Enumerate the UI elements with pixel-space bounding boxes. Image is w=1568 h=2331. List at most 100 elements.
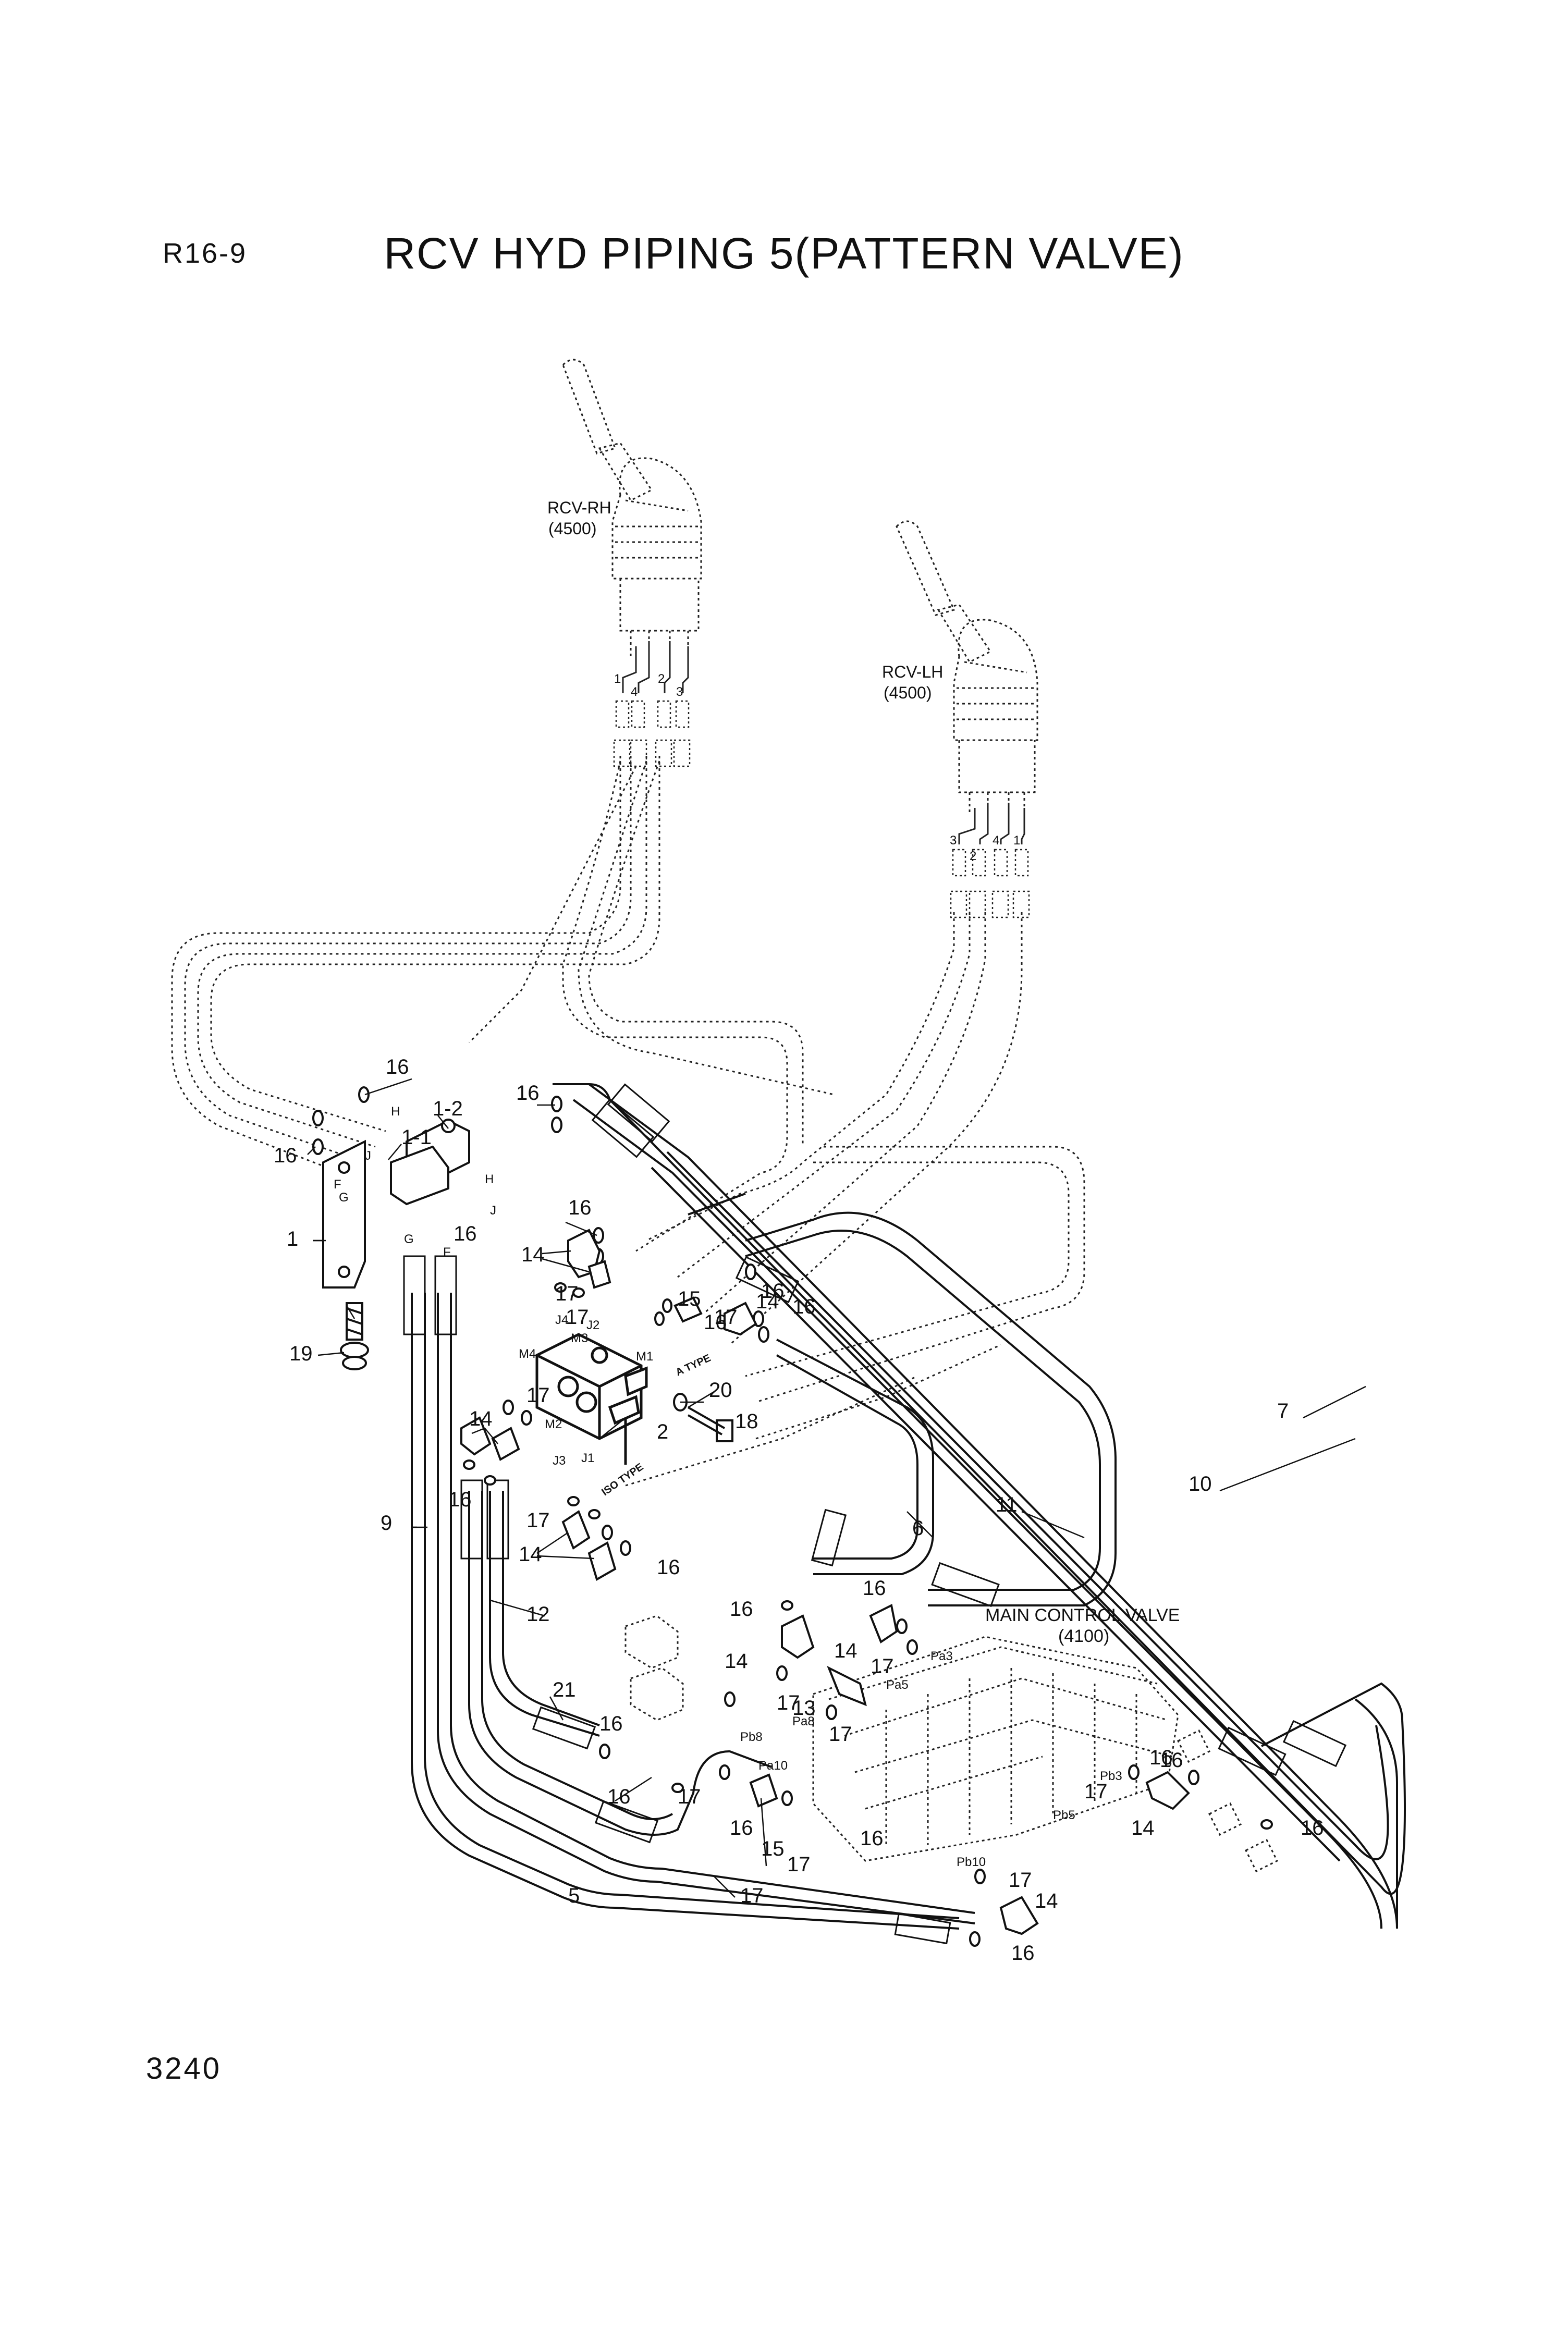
part-callout: 15 <box>761 1837 785 1860</box>
part-callout: 17 <box>678 1785 701 1808</box>
rcv-lh-lever <box>896 520 1038 813</box>
port-label: Pa10 <box>758 1759 788 1773</box>
port-label: F <box>443 1245 451 1259</box>
elbow-fittings-14 <box>460 1229 1190 1935</box>
part-callout: 16 <box>730 1598 753 1621</box>
check-valve-13 <box>827 1665 867 1707</box>
callout-leader-line <box>714 1876 736 1898</box>
callout-leader-line <box>484 1428 498 1444</box>
part-callout: 16 <box>1160 1749 1183 1772</box>
rcv-rh-lever <box>562 359 702 657</box>
part-callout: 12 <box>526 1603 550 1626</box>
callout-leader-line <box>536 1531 569 1554</box>
part-callout: 11 <box>996 1493 1018 1516</box>
rcv-rh-port-number: 4 <box>631 685 638 699</box>
o-rings <box>312 1086 1273 1947</box>
rcv-rh-label: RCV-RH <box>547 498 611 517</box>
part-callout: 17 <box>829 1723 852 1746</box>
rcv-lh-port-number: 4 <box>993 833 999 848</box>
part-callout: 17 <box>1009 1869 1032 1892</box>
rcv-lh-port-number: 3 <box>950 833 957 848</box>
rcv-rh-ref: (4500) <box>548 519 597 538</box>
diagram-title: RCV HYD PIPING 5(PATTERN VALVE) <box>384 229 1184 278</box>
rcv-lh-label: RCV-LH <box>882 663 943 681</box>
callout-leader-line <box>615 1776 652 1802</box>
part-callout: 19 <box>289 1342 313 1365</box>
part-callout: 1-2 <box>433 1097 463 1120</box>
part-callout: 16 <box>454 1222 477 1245</box>
part-callout: 17 <box>566 1306 589 1329</box>
part-callout: 16 <box>516 1082 540 1105</box>
part-callout: 14 <box>834 1639 858 1662</box>
part-callout: 16 <box>863 1577 886 1600</box>
bracket-1 <box>322 1139 366 1289</box>
rcv-rh-port-number: 1 <box>614 672 621 686</box>
part-callout: 2 <box>657 1420 668 1443</box>
part-callout: 14 <box>756 1290 779 1313</box>
part-callout: 16 <box>730 1817 753 1839</box>
port-label: M2 <box>545 1417 562 1431</box>
callout-leader-line <box>599 1417 626 1439</box>
pattern-valve-block-2 <box>535 1333 648 1465</box>
part-callout: 17 <box>787 1853 811 1876</box>
part-callout: 16 <box>860 1827 884 1850</box>
callout-leader-line <box>437 1115 449 1129</box>
page-number: 3240 <box>146 2052 222 2085</box>
callout-leader-line <box>542 1250 571 1255</box>
part-callout: 6 <box>912 1517 924 1540</box>
part-callout: 16 <box>274 1144 297 1167</box>
callout-leader-line <box>364 1078 412 1096</box>
port-label: Pb5 <box>1053 1808 1075 1822</box>
port-label: H <box>391 1105 400 1119</box>
part-callout: 16 <box>1301 1817 1324 1839</box>
main-control-valve-label: MAIN CONTROL VALVE <box>985 1605 1180 1625</box>
port-label: Pb8 <box>740 1730 763 1744</box>
callout-leader-line <box>1219 1438 1356 1492</box>
part-callout: 16 <box>568 1196 592 1219</box>
port-label: Pa3 <box>930 1649 953 1663</box>
part-callout: 17 <box>871 1655 894 1678</box>
part-callout: 10 <box>1189 1473 1212 1495</box>
part-callout: 18 <box>735 1410 758 1433</box>
part-callout: 16 <box>761 1280 785 1303</box>
rcv-rh-hose-bundle <box>171 756 835 1252</box>
shuttle-valve-1-2 <box>390 1119 470 1206</box>
rcv-lh-ref: (4500) <box>884 683 932 702</box>
part-callout: 14 <box>1035 1890 1058 1912</box>
port-label: Pb10 <box>957 1855 986 1869</box>
callout-leader-line <box>317 1352 345 1356</box>
port-label: J1 <box>581 1451 594 1465</box>
port-label: Pa8 <box>792 1714 815 1728</box>
port-label: H <box>485 1172 494 1186</box>
part-callout: 17 <box>714 1306 738 1329</box>
part-callout: 21 <box>553 1678 576 1701</box>
part-callout: 16 <box>1149 1746 1173 1769</box>
bolt-19 <box>340 1302 369 1370</box>
callout-leader-line <box>489 1599 545 1617</box>
port-label: J3 <box>553 1454 566 1468</box>
callout-leader-line <box>760 1798 767 1867</box>
main-control-valve-ref: (4100) <box>1058 1626 1109 1646</box>
part-callout: 16 <box>599 1712 623 1735</box>
callout-leader-line <box>1021 1511 1085 1539</box>
part-callout: 14 <box>1131 1817 1155 1839</box>
port-label: M3 <box>571 1331 588 1345</box>
callout-leader-line <box>549 1696 564 1721</box>
part-callout: 16 <box>607 1785 631 1808</box>
port-label: M4 <box>519 1347 536 1361</box>
part-callout: 14 <box>521 1243 545 1266</box>
part-callout: 20 <box>709 1379 732 1402</box>
callout-leader-line <box>542 1258 590 1273</box>
part-callout: 7 <box>1277 1400 1289 1422</box>
rcv-rh-port-number: 2 <box>658 672 665 686</box>
part-callouts: 1616161616161616161616161616161616161616… <box>274 1056 1324 1965</box>
callout-leader-line <box>307 1146 316 1155</box>
port-label: G <box>339 1191 349 1205</box>
rcv-rh-port-number: 3 <box>676 685 683 699</box>
hose-end-sleeves <box>403 1083 1347 1945</box>
part-callout: 16 <box>792 1295 816 1318</box>
